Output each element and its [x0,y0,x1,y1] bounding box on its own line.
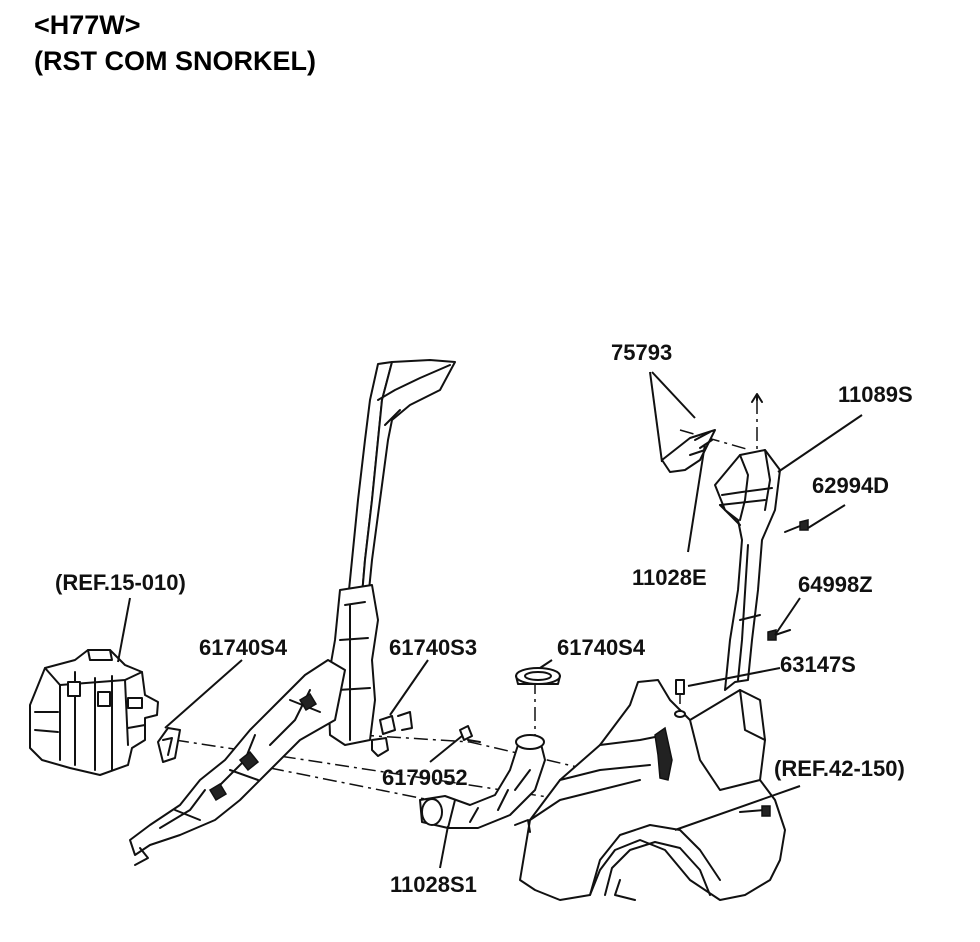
callout-61740s4-right: 61740S4 [557,635,646,660]
callout-61740s3: 61740S3 [389,635,477,660]
assembly-title: (RST COM SNORKEL) [34,46,316,76]
fender-panel [514,679,786,901]
callout-11028s1: 11028S1 [390,872,477,897]
callout-62994d: 62994D [812,473,889,498]
leader-lines [117,371,863,869]
clip-6179052 [459,725,481,743]
snorkel-hose [419,734,546,829]
callout-63147s: 63147S [780,652,856,677]
model-code-heading: <H77W> [34,10,141,40]
clips-61740s3 [371,711,413,757]
gasket-left [157,727,181,763]
callout-61740s4-left: 61740S4 [199,635,288,660]
callout-75793: 75793 [611,340,672,365]
hardware-screws [674,393,809,817]
callout-64998z: 64998Z [798,572,873,597]
callout-6179052: 6179052 [382,765,468,790]
callout-ref-15-010: (REF.15-010) [55,570,186,595]
air-inlet-duct-assembly [129,359,456,866]
callout-ref-42-150: (REF.42-150) [774,756,905,781]
snorkel-head [661,429,716,473]
callout-11089s: 11089S [838,382,913,407]
callout-11028e: 11028E [632,565,707,590]
gasket-right [515,667,561,685]
air-cleaner-box [29,649,159,776]
snorkel-tower [714,449,781,691]
callout-labels: 75793 11089S 62994D 11028E 64998Z (REF.1… [55,340,913,897]
